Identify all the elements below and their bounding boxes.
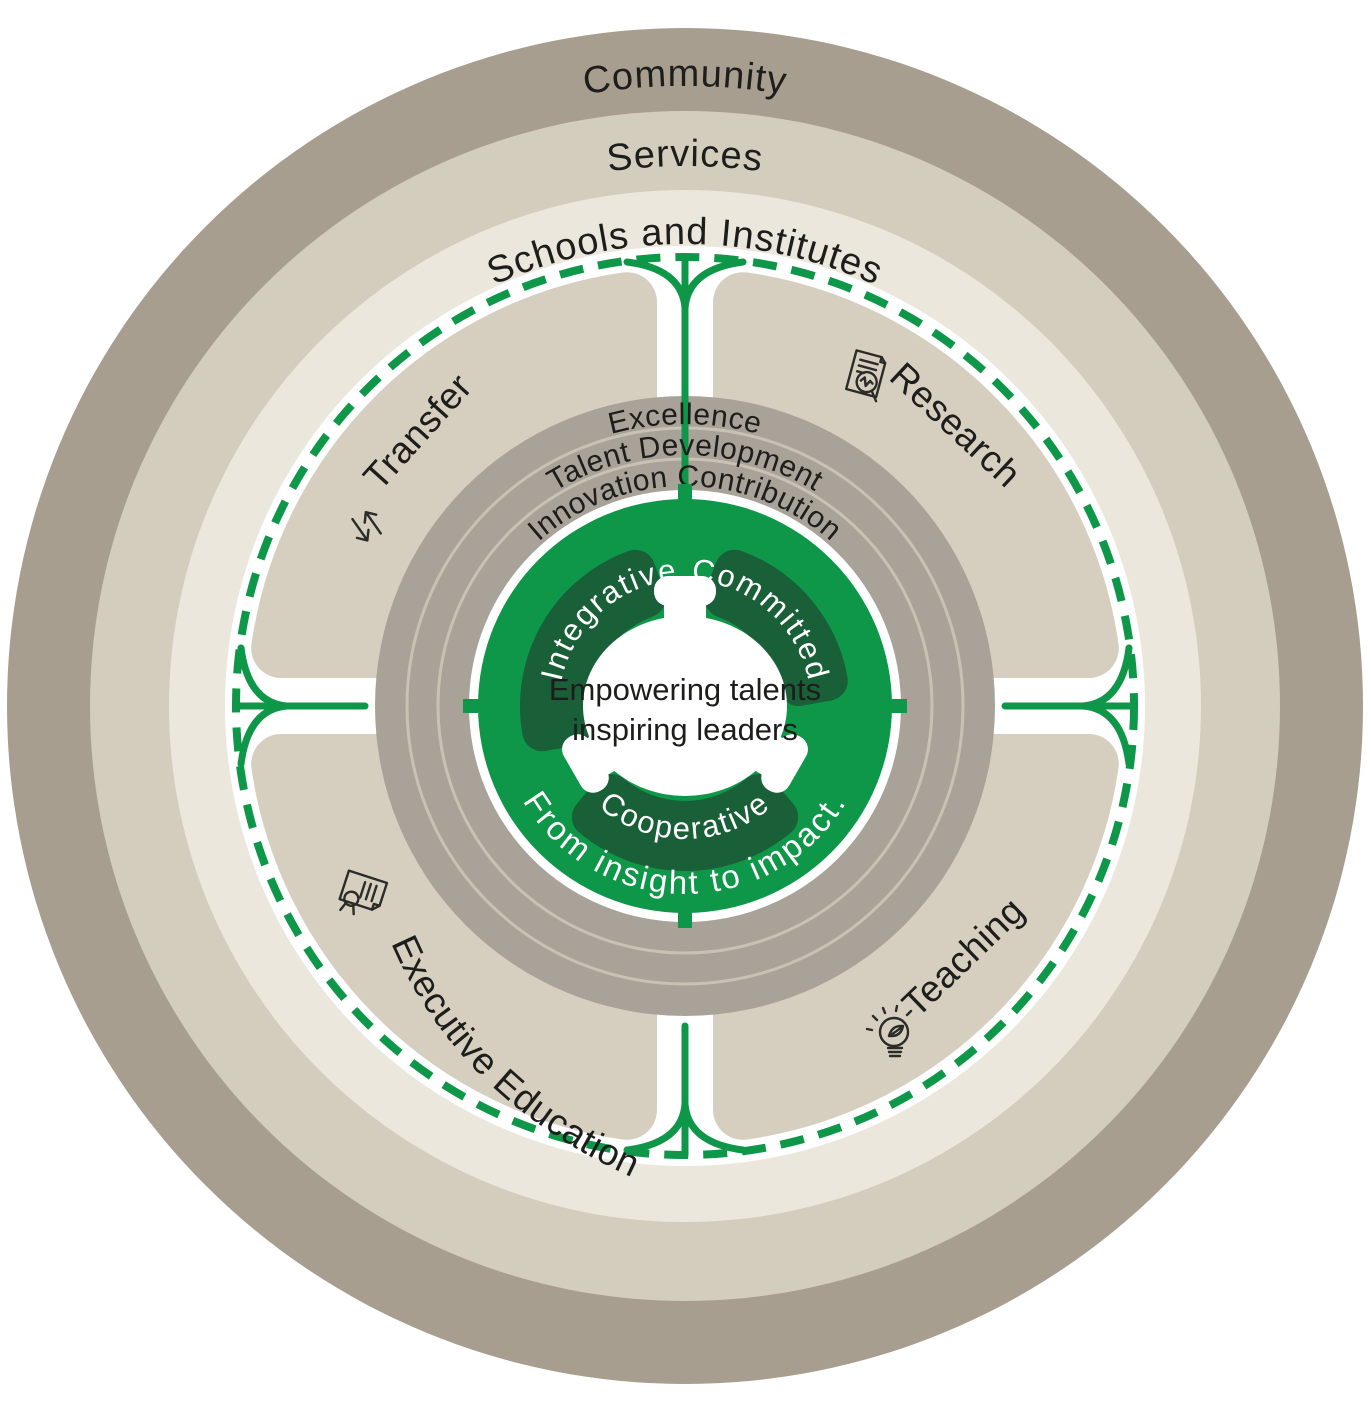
core-connector-tabs	[463, 484, 907, 928]
center-mission-line-2: inspiring leaders	[572, 712, 798, 747]
green-cross-lines	[232, 253, 1138, 1159]
center-blob	[562, 576, 808, 796]
ring-label-community: Community	[580, 53, 790, 103]
green-junction-branches	[237, 258, 1133, 1154]
ring-label-services: Services	[605, 133, 766, 180]
research-document-magnifier-icon	[844, 349, 887, 403]
transfer-arrows-icon	[351, 510, 382, 542]
center-mission-line-1: Empowering talents	[549, 672, 821, 707]
center-blob-body	[583, 616, 787, 796]
segment-cooperative	[571, 774, 799, 871]
center-blob-peg-top	[654, 576, 716, 634]
center-blob-peg-right	[736, 723, 808, 793]
core-value-segments	[520, 549, 848, 871]
segment-committed	[704, 549, 848, 706]
center-blob-peg-left	[562, 723, 634, 793]
segment-integrative	[520, 549, 666, 752]
executive-education-certificate-icon	[338, 869, 389, 916]
teaching-lightbulb-icon	[865, 1004, 913, 1058]
